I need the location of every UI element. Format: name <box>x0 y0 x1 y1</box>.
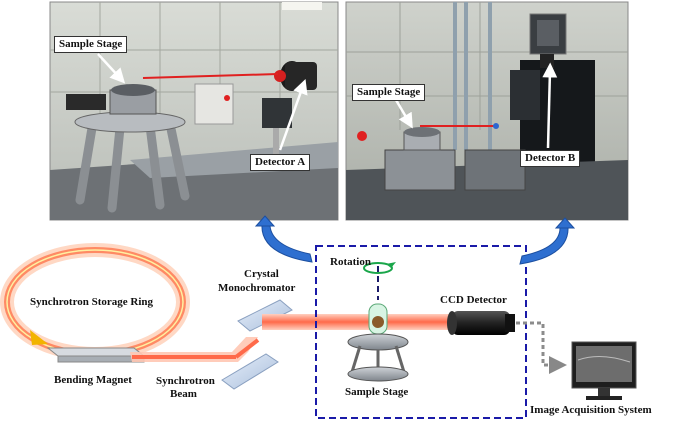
bending-magnet <box>46 347 146 363</box>
experimental-setup-box <box>315 245 527 419</box>
right-sample-stage-label: Sample Stage <box>352 84 426 101</box>
main-beam <box>262 314 460 330</box>
bending-magnet-label: Bending Magnet <box>54 374 132 386</box>
monochromator-label-2: Monochromator <box>218 282 296 294</box>
synchrotron-beam-label-1: Synchrotron <box>156 375 215 387</box>
monochromator-label-1: Crystal <box>244 268 279 280</box>
photo-right <box>345 1 629 221</box>
detector-a-label: Detector A <box>250 154 311 171</box>
rotation-label: Rotation <box>330 256 371 268</box>
ccd-detector-label: CCD Detector <box>440 294 507 306</box>
synchrotron-beam-label-2: Beam <box>170 388 197 400</box>
detector-b-label: Detector B <box>520 150 581 167</box>
data-link <box>516 321 567 374</box>
storage-ring-label: Synchrotron Storage Ring <box>30 296 154 308</box>
image-acquisition-label: Image Acquisition System <box>530 404 652 416</box>
sample-stage <box>347 262 409 382</box>
callout-arrows <box>97 53 558 151</box>
monitor <box>571 341 637 400</box>
beam-path <box>130 337 260 362</box>
monochromator-crystals <box>221 299 293 390</box>
curved-arrows <box>254 215 576 265</box>
sample-stage-label: Sample Stage <box>345 386 409 398</box>
left-sample-stage-label: Sample Stage <box>54 36 128 53</box>
ccd-detector <box>447 311 515 335</box>
